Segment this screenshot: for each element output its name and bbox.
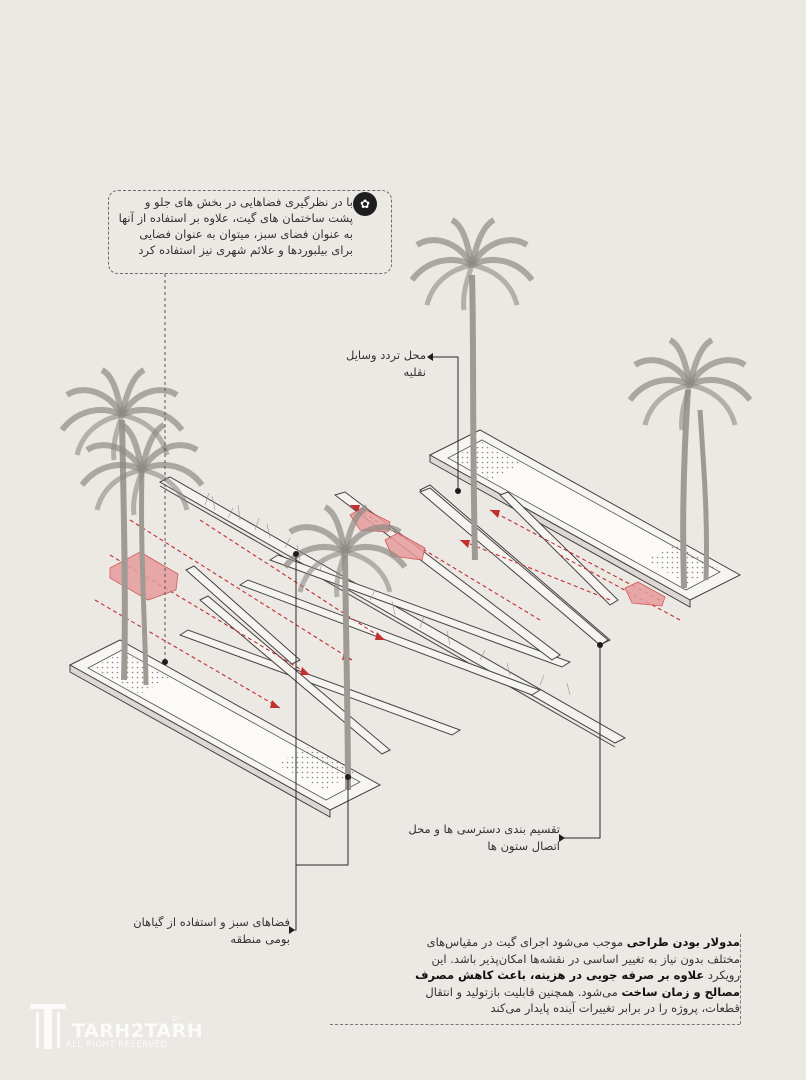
palm-tree-left-1 [62,370,182,681]
description-text-1: موجب می‌شود اجرای گیت در مقیاس‌های مختلف… [426,935,740,982]
grass-strip [204,492,571,696]
palm-tree-center [412,220,532,561]
callout-box [108,190,392,274]
callout-text: با در نظرگیری فضاهایی در بخش های جلو و پ… [118,195,353,257]
label-green: فضاهای سبز و استفاده از گیاهان بومی منطق… [133,915,290,946]
logo: TARH2TARH © ALL RIGHT RESERVED [28,1000,203,1060]
description-bold-1: مدولار بودن طراحی [626,935,740,949]
logo-registered-mark: © [171,1015,178,1023]
leader-arrowheads [289,353,565,934]
logo-mark-icon [30,1004,66,1049]
left-gate-base [68,639,382,818]
logo-subtitle: ALL RIGHT RESERVED [66,1040,168,1050]
logo-name: TARH2TARH [72,1020,204,1042]
blades [178,487,619,755]
description-text-2: می‌شود. همچنین قابلیت بازتولید و انتقال … [425,984,740,1016]
description-bold-2: علاوه بر صرفه جویی در هزینه، باعث کاهش م… [415,968,740,999]
label-traffic: محل تردد وسایل نقلیه [346,348,426,379]
palm-tree-right [630,340,750,589]
description-rule [330,1024,740,1025]
tree-icon: ✿ [353,192,377,216]
label-division: تقسیم بندی دسترسی ها و محل اتصال ستون ها [408,822,560,853]
description-rule-vertical [740,934,741,1024]
palm-tree-left-2 [82,425,202,686]
description: مدولار بودن طراحی موجب می‌شود اجرای گیت … [400,934,740,1017]
palm-tree-front [285,507,405,791]
